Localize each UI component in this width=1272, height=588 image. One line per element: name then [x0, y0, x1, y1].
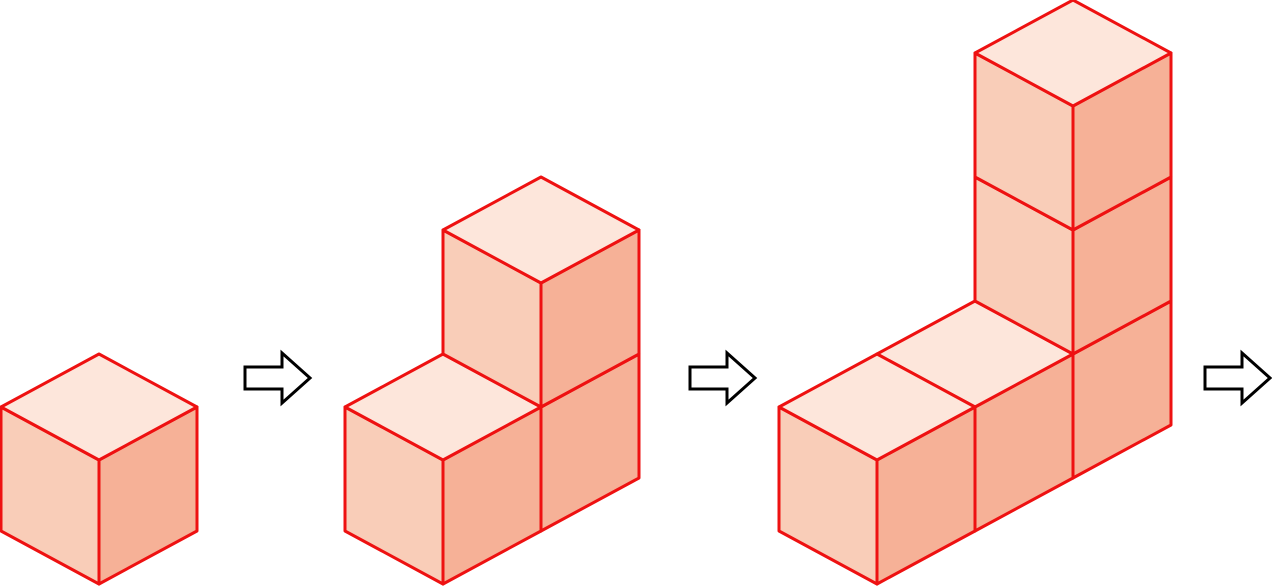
cube-top-face [973, 0, 1173, 108]
figure-1 [0, 352, 199, 586]
right-outline-arrow-icon [243, 349, 313, 407]
cube [441, 175, 641, 409]
figure-2 [343, 175, 641, 586]
cube [343, 352, 543, 586]
right-outline-arrow-icon [688, 349, 758, 407]
arrows [243, 349, 1272, 407]
cube [973, 0, 1173, 232]
right-outline-arrow-icon [1203, 349, 1272, 407]
figures [0, 0, 1173, 586]
cube-top-face [777, 352, 977, 462]
cube-top-face [441, 175, 641, 285]
cube [777, 352, 977, 586]
figure-3 [777, 0, 1173, 586]
cube-top-face [0, 352, 199, 462]
cube [0, 352, 199, 586]
